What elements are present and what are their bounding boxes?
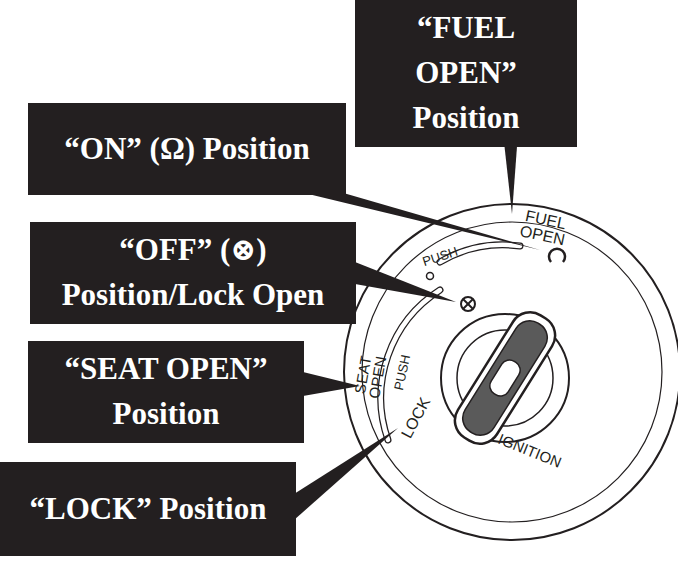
callout-text-group: “LOCK” Position [12, 487, 284, 532]
switch-face [362, 222, 662, 522]
callout-box: “ON” (Ω) Position [28, 103, 346, 195]
off-symbol [461, 297, 475, 311]
callout-label: “OFF” (⊗) Position/Lock Open [42, 228, 344, 318]
callout-text-group: “SEAT OPEN” Position [40, 347, 292, 437]
callout-label: “ON” (Ω) Position [40, 127, 334, 172]
callout-text-group: “FUEL OPEN” Position [367, 6, 565, 141]
leader-pointer [355, 262, 456, 302]
callout-text-group: “OFF” (⊗) Position/Lock Open [42, 228, 344, 318]
callout-box: “FUEL OPEN” Position [355, 0, 577, 147]
callout-box: “LOCK” Position [0, 462, 296, 556]
key-slot [447, 305, 562, 451]
callout-label: “LOCK” Position [12, 487, 284, 532]
on-symbol [549, 249, 565, 262]
callout-label: “FUEL OPEN” Position [367, 6, 565, 141]
callout-text-group: “ON” (Ω) Position [40, 127, 334, 172]
dot-mark [427, 273, 434, 280]
callout-box: “SEAT OPEN” Position [28, 341, 304, 443]
callout-box: “OFF” (⊗) Position/Lock Open [30, 222, 356, 324]
switch-body [344, 204, 678, 540]
callout-label: “SEAT OPEN” Position [40, 347, 292, 437]
leader-pointer [294, 428, 398, 520]
